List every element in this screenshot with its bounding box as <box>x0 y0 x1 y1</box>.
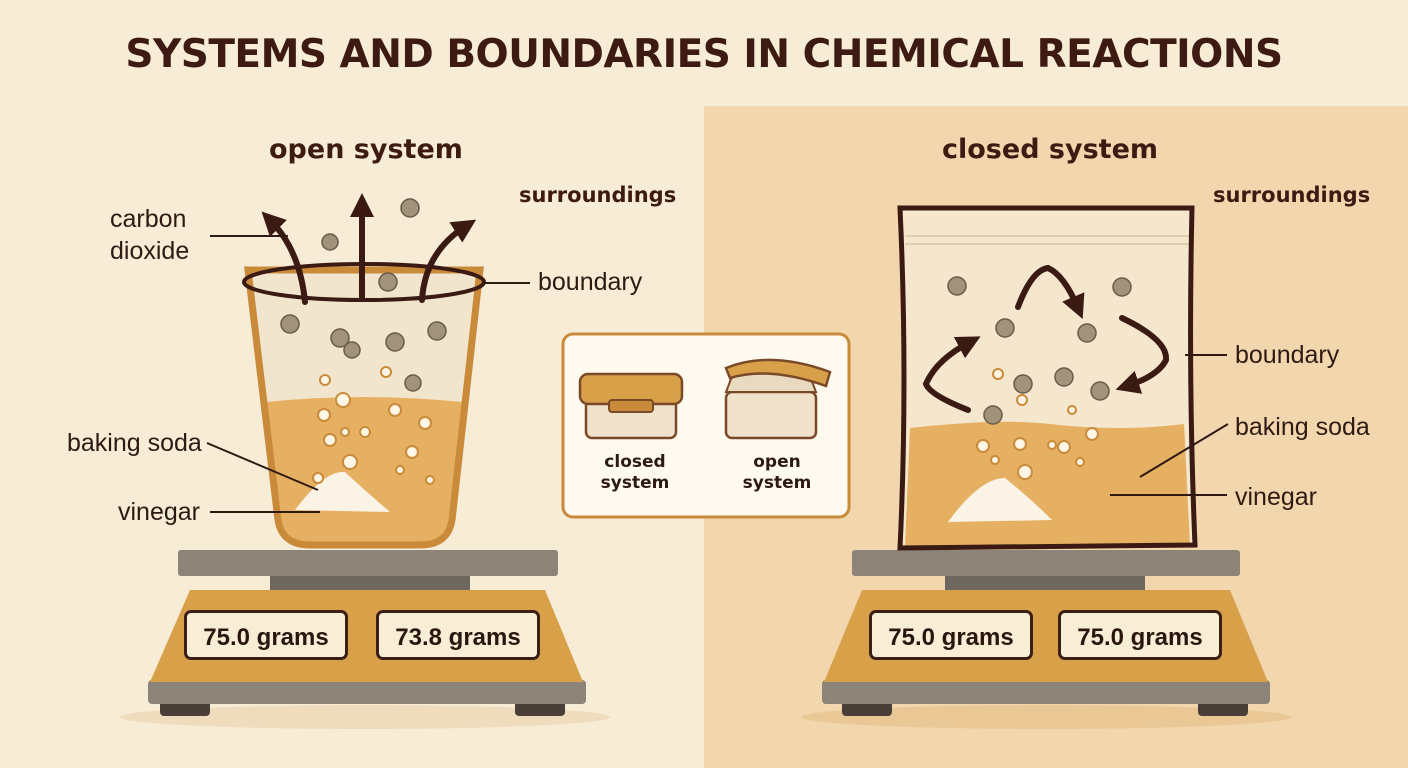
right-vinegar-label: vinegar <box>1235 483 1317 511</box>
inset-box <box>561 332 851 519</box>
closed-container-icon <box>578 372 684 440</box>
open-beaker <box>242 193 486 549</box>
right-baking-soda-label: baking soda <box>1235 413 1370 441</box>
open-system-heading: open system <box>269 134 463 165</box>
closed-scale-before-readout: 75.0 grams <box>869 610 1033 660</box>
closed-system-heading: closed system <box>942 134 1159 165</box>
left-boundary-label: boundary <box>538 268 643 296</box>
left-surroundings-label: surroundings <box>519 183 677 207</box>
open-container-icon <box>724 358 832 440</box>
right-leader-lines <box>1110 354 1229 496</box>
inset-closed-system-line2: system <box>600 473 670 493</box>
page-title: SYSTEMS AND BOUNDARIES IN CHEMICAL REACT… <box>125 32 1283 77</box>
carbon-dioxide-label-line2: dioxide <box>110 237 190 265</box>
right-surroundings-label: surroundings <box>1213 183 1371 207</box>
inset-open-system-line2: system <box>742 473 812 493</box>
inset-closed-system-line1: closed <box>604 452 666 472</box>
left-leader-lines <box>206 235 530 513</box>
closed-scale-after-readout: 75.0 grams <box>1058 610 1222 660</box>
open-scale-before-readout: 75.0 grams <box>184 610 348 660</box>
right-boundary-label: boundary <box>1235 341 1340 369</box>
left-vinegar-label: vinegar <box>118 498 200 526</box>
inset-open-system-line1: open <box>753 452 801 472</box>
sealed-bag <box>897 205 1198 551</box>
open-scale-after-readout: 73.8 grams <box>376 610 540 660</box>
carbon-dioxide-label-line1: carbon <box>110 205 187 233</box>
left-baking-soda-label: baking soda <box>67 429 202 457</box>
